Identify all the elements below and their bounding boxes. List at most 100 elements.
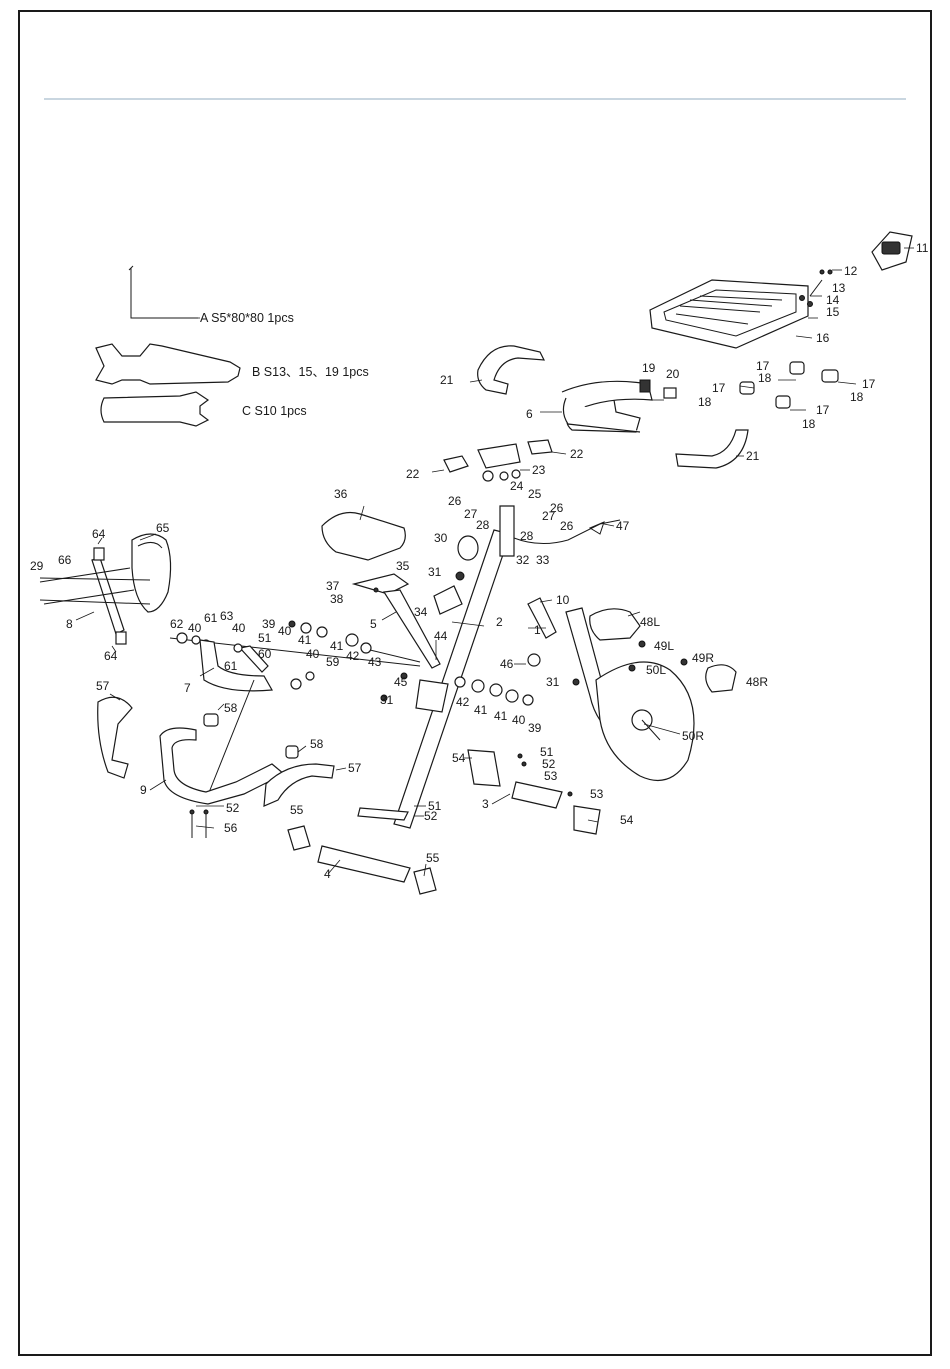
- upper-handlebar: [561, 379, 677, 433]
- part-label-52b: 52: [424, 809, 438, 823]
- part-label-17b: 17: [862, 377, 876, 391]
- end-caps: [203, 713, 299, 759]
- cable-and-sensor: [499, 505, 621, 557]
- part-label-58a: 58: [224, 701, 238, 715]
- part-label-3: 3: [482, 797, 489, 811]
- part-label-31a: 31: [428, 565, 442, 579]
- part-label-61a: 61: [204, 611, 218, 625]
- part-label-66: 66: [58, 553, 72, 567]
- part-label-34: 34: [414, 605, 428, 619]
- part-label-7: 7: [184, 681, 191, 695]
- part-label-38: 38: [330, 592, 344, 606]
- backrest: [131, 533, 172, 613]
- console-bolts: [799, 269, 833, 307]
- page-border: [18, 10, 932, 1356]
- part-label-63: 63: [220, 609, 234, 623]
- front-stabilizer: [287, 825, 437, 895]
- part-label-24: 24: [510, 479, 524, 493]
- part-label-41d: 41: [494, 709, 508, 723]
- tablet-tray: [649, 279, 809, 349]
- part-label-18c: 18: [698, 395, 712, 409]
- part-label-44: 44: [434, 629, 448, 643]
- part-label-43: 43: [368, 655, 382, 669]
- part-label-49R: 49R: [692, 651, 714, 665]
- part-label-40c: 40: [278, 624, 292, 638]
- part-label-18b: 18: [850, 390, 864, 404]
- part-label-59: 59: [326, 655, 340, 669]
- part-label-37: 37: [326, 579, 340, 593]
- console-computer: [871, 231, 913, 271]
- tension-knob: [455, 535, 479, 581]
- part-label-40e: 40: [512, 713, 526, 727]
- part-label-8: 8: [66, 617, 73, 631]
- part-label-15: 15: [826, 305, 840, 319]
- handlebar-clamps: [739, 361, 839, 409]
- part-label-50L: 50L: [646, 663, 666, 677]
- part-label-48L: 48L: [640, 615, 660, 629]
- handlebar-grip-upper: [477, 345, 546, 395]
- part-label-22b: 22: [570, 447, 584, 461]
- part-label-26c: 26: [560, 519, 574, 533]
- single-wrench-tool: C S10 1pcs: [100, 391, 307, 427]
- part-label-32: 32: [516, 553, 530, 567]
- backrest-bracket: [39, 547, 151, 645]
- part-label-51a: 51: [258, 631, 272, 645]
- part-label-18a: 18: [758, 371, 772, 385]
- part-label-2: 2: [496, 615, 503, 629]
- part-label-57a: 57: [96, 679, 110, 693]
- part-label-4: 4: [324, 867, 331, 881]
- part-label-25: 25: [528, 487, 542, 501]
- tool-a-label: A S5*80*80 1pcs: [200, 311, 294, 325]
- part-label-23: 23: [532, 463, 546, 477]
- part-label-10: 10: [556, 593, 570, 607]
- part-label-31b: 31: [546, 675, 560, 689]
- pedals: [572, 608, 737, 693]
- tool-b-label: B S13、15、19 1pcs: [252, 365, 369, 379]
- part-label-27a: 27: [464, 507, 478, 521]
- part-label-27b: 27: [542, 509, 556, 523]
- part-label-52c: 52: [542, 757, 556, 771]
- part-label-17a: 17: [756, 359, 770, 373]
- part-label-14: 14: [826, 293, 840, 307]
- part-label-17c: 17: [712, 381, 726, 395]
- foam-grip-left: [97, 696, 133, 779]
- part-label-40b: 40: [232, 621, 246, 635]
- part-label-5: 5: [370, 617, 377, 631]
- part-labels: 11 12 13 14 15 16 17 18 17 18 17 18 17 1…: [30, 241, 929, 881]
- part-label-50R: 50R: [682, 729, 704, 743]
- part-label-64b: 64: [104, 649, 118, 663]
- part-label-56: 56: [224, 821, 238, 835]
- part-label-16: 16: [816, 331, 830, 345]
- part-label-52a: 52: [226, 801, 240, 815]
- part-label-49L: 49L: [654, 639, 674, 653]
- part-label-13: 13: [832, 281, 846, 295]
- allen-key-tool: A S5*80*80 1pcs: [128, 265, 294, 325]
- part-label-51c: 51: [540, 745, 554, 759]
- part-label-41c: 41: [474, 703, 488, 717]
- part-label-19: 19: [642, 361, 656, 375]
- part-label-18d: 18: [802, 417, 816, 431]
- double-wrench-tool: B S13、15、19 1pcs: [95, 343, 369, 385]
- part-label-36: 36: [334, 487, 348, 501]
- part-label-22a: 22: [406, 467, 420, 481]
- part-label-41b: 41: [330, 639, 344, 653]
- part-label-57b: 57: [348, 761, 362, 775]
- part-label-55a: 55: [290, 803, 304, 817]
- part-label-46: 46: [500, 657, 514, 671]
- part-label-62: 62: [170, 617, 184, 631]
- part-label-28a: 28: [476, 518, 490, 532]
- part-label-33: 33: [536, 553, 550, 567]
- part-label-55b: 55: [426, 851, 440, 865]
- tool-c-label: C S10 1pcs: [242, 404, 307, 418]
- seat-frame: [199, 639, 273, 801]
- part-label-53a: 53: [544, 769, 558, 783]
- header-rule: [44, 98, 906, 100]
- flywheel-housing: [527, 597, 695, 781]
- part-label-64a: 64: [92, 527, 106, 541]
- part-label-45: 45: [394, 675, 408, 689]
- part-label-60: 60: [258, 647, 272, 661]
- part-label-21a: 21: [440, 373, 454, 387]
- part-label-42b: 42: [456, 695, 470, 709]
- part-label-58b: 58: [310, 737, 324, 751]
- part-label-39b: 39: [528, 721, 542, 735]
